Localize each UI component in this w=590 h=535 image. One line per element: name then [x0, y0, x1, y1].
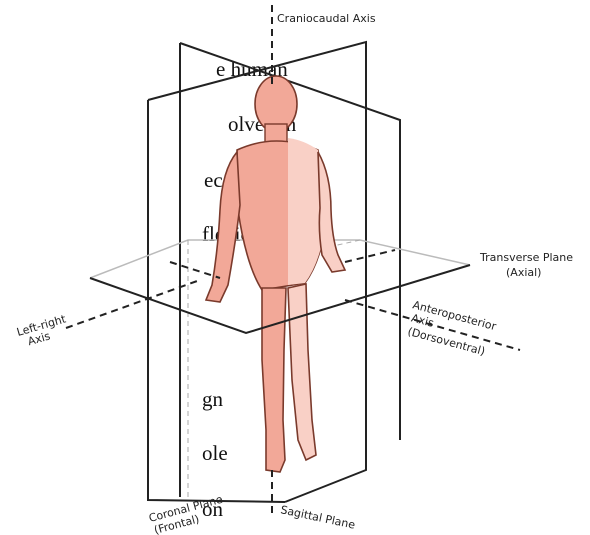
- craniocaudal-axis-label: Craniocaudal Axis: [277, 12, 376, 25]
- figure-right-leg: [288, 284, 316, 460]
- figure-right-arm: [318, 152, 345, 272]
- human-figure: [206, 76, 345, 472]
- transverse-plane-alt-label: (Axial): [506, 266, 541, 279]
- figure-left-arm: [206, 152, 240, 302]
- anteroposterior-axis-label-3: (Dorsoventral): [406, 325, 486, 358]
- figure-left-leg: [262, 288, 286, 472]
- figure-neck: [265, 124, 287, 142]
- transverse-plane-label: Transverse Plane: [479, 251, 573, 264]
- sagittal-plane-label: Sagittal Plane: [279, 503, 356, 532]
